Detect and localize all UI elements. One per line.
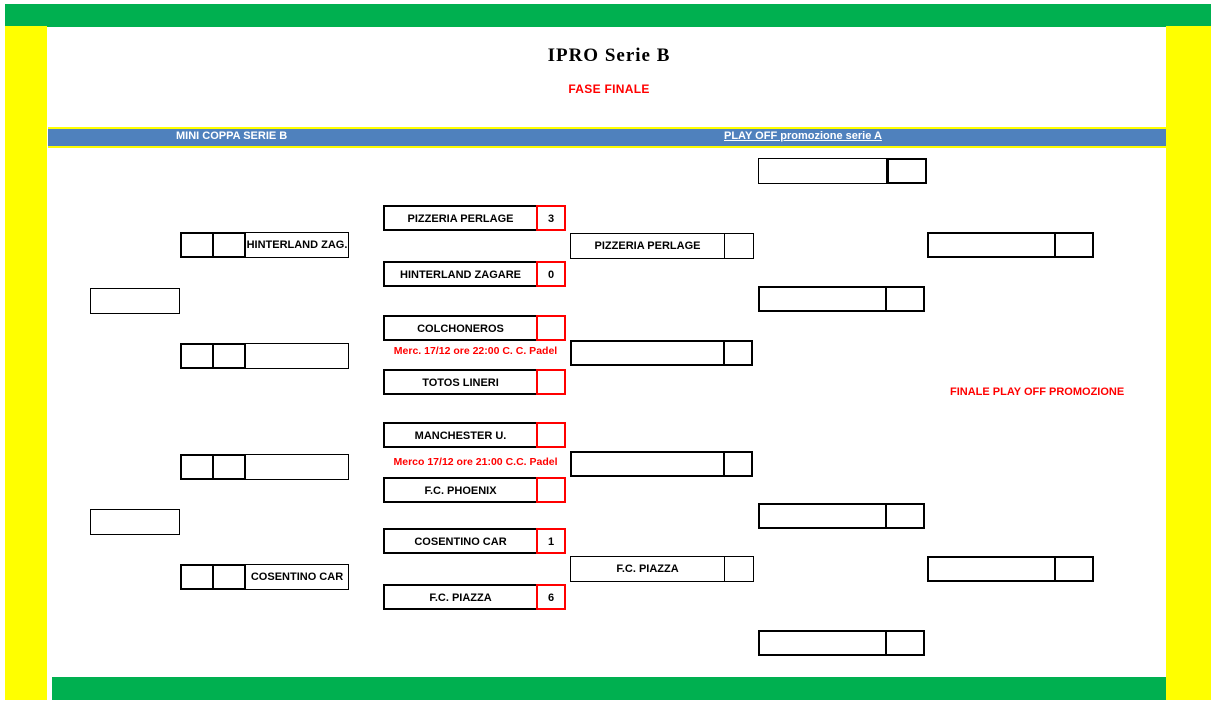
match-2-home-score[interactable] [536, 315, 566, 341]
right-box-mid-1-score[interactable] [885, 286, 925, 312]
banner-label-playoff: PLAY OFF promozione serie A [724, 130, 882, 142]
match-4-winner-score[interactable] [724, 556, 754, 582]
match-3-away-team[interactable]: F.C. PHOENIX [383, 477, 538, 503]
right-box-mid-2-team[interactable] [758, 503, 887, 529]
mini-coppa-empty-box-2[interactable] [90, 509, 180, 535]
mini-coppa-team-1[interactable]: HINTERLAND ZAG. [245, 232, 349, 258]
match-4-winner-team[interactable]: F.C. PIAZZA [570, 556, 725, 582]
match-1-winner-team[interactable]: PIZZERIA PERLAGE [570, 233, 725, 259]
right-box-bottom-team[interactable] [758, 630, 887, 656]
match-1-away[interactable]: HINTERLAND ZAGARE 0 [383, 261, 566, 287]
match-3-home-score[interactable] [536, 422, 566, 448]
right-box-semi-1-score[interactable] [1054, 232, 1094, 258]
right-box-bottom-score[interactable] [885, 630, 925, 656]
bottom-green-bar [52, 677, 1166, 700]
mini-coppa-score-a-2[interactable] [180, 343, 214, 369]
match-1-winner-score[interactable] [724, 233, 754, 259]
match-3-schedule: Merco 17/12 ore 21:00 C.C. Padel [393, 456, 558, 468]
right-box-bottom[interactable] [758, 630, 925, 656]
page-title: IPRO Serie B [547, 45, 671, 66]
top-green-bar [5, 4, 1211, 27]
banner-label-mini-coppa: MINI COPPA SERIE B [176, 130, 288, 142]
page-subtitle: FASE FINALE [568, 82, 650, 96]
match-3-away[interactable]: F.C. PHOENIX [383, 477, 566, 503]
match-3-winner[interactable] [570, 451, 753, 477]
match-3-winner-score[interactable] [723, 451, 753, 477]
mini-coppa-empty-box-1[interactable] [90, 288, 180, 314]
match-4-away[interactable]: F.C. PIAZZA 6 [383, 584, 566, 610]
mini-coppa-score-b-4[interactable] [212, 564, 246, 590]
right-box-mid-1[interactable] [758, 286, 925, 312]
right-box-top-team[interactable] [758, 158, 887, 184]
mini-coppa-team-3[interactable] [245, 454, 349, 480]
match-2-away-team[interactable]: TOTOS LINERI [383, 369, 538, 395]
mini-coppa-score-a-1[interactable] [180, 232, 214, 258]
bracket-sheet: IPRO Serie B FASE FINALE MINI COPPA SERI… [48, 27, 1166, 677]
match-4-home-team[interactable]: COSENTINO CAR [383, 528, 538, 554]
right-box-mid-2[interactable] [758, 503, 925, 529]
match-1-home-score[interactable]: 3 [536, 205, 566, 231]
right-box-top-score[interactable] [887, 158, 927, 184]
mini-coppa-team-2[interactable] [245, 343, 349, 369]
match-1-winner[interactable]: PIZZERIA PERLAGE [570, 233, 754, 259]
finale-playoff-label: FINALE PLAY OFF PROMOZIONE [950, 386, 1125, 398]
left-yellow-column [5, 26, 47, 700]
right-box-semi-2-team[interactable] [927, 556, 1056, 582]
mini-coppa-empty-cell-2[interactable] [90, 509, 180, 535]
mini-coppa-score-b-3[interactable] [212, 454, 246, 480]
match-4-away-score[interactable]: 6 [536, 584, 566, 610]
match-2-winner[interactable] [570, 340, 753, 366]
match-2-schedule: Merc. 17/12 ore 22:00 C. C. Padel [393, 345, 558, 357]
match-2-winner-score[interactable] [723, 340, 753, 366]
match-1-home[interactable]: PIZZERIA PERLAGE 3 [383, 205, 566, 231]
match-4-away-team[interactable]: F.C. PIAZZA [383, 584, 538, 610]
mini-coppa-row-1[interactable]: HINTERLAND ZAG. [180, 232, 349, 258]
mini-coppa-empty-cell-1[interactable] [90, 288, 180, 314]
match-3-away-score[interactable] [536, 477, 566, 503]
match-2-home[interactable]: COLCHONEROS [383, 315, 566, 341]
right-box-mid-2-score[interactable] [885, 503, 925, 529]
match-3-home-team[interactable]: MANCHESTER U. [383, 422, 538, 448]
match-1-away-score[interactable]: 0 [536, 261, 566, 287]
match-4-winner[interactable]: F.C. PIAZZA [570, 556, 754, 582]
mini-coppa-score-b-2[interactable] [212, 343, 246, 369]
right-box-top[interactable] [758, 158, 927, 184]
match-2-winner-team[interactable] [570, 340, 725, 366]
right-box-mid-1-team[interactable] [758, 286, 887, 312]
section-banner: MINI COPPA SERIE B PLAY OFF promozione s… [48, 127, 1166, 148]
right-box-semi-1[interactable] [927, 232, 1094, 258]
right-yellow-column [1166, 26, 1211, 700]
mini-coppa-score-a-3[interactable] [180, 454, 214, 480]
match-2-away[interactable]: TOTOS LINERI [383, 369, 566, 395]
right-box-semi-1-team[interactable] [927, 232, 1056, 258]
mini-coppa-row-2[interactable] [180, 343, 349, 369]
mini-coppa-score-b-1[interactable] [212, 232, 246, 258]
match-2-home-team[interactable]: COLCHONEROS [383, 315, 538, 341]
right-box-semi-2-score[interactable] [1054, 556, 1094, 582]
right-box-semi-2[interactable] [927, 556, 1094, 582]
match-1-home-team[interactable]: PIZZERIA PERLAGE [383, 205, 538, 231]
mini-coppa-team-4[interactable]: COSENTINO CAR [245, 564, 349, 590]
match-4-home[interactable]: COSENTINO CAR 1 [383, 528, 566, 554]
mini-coppa-row-4[interactable]: COSENTINO CAR [180, 564, 349, 590]
match-3-home[interactable]: MANCHESTER U. [383, 422, 566, 448]
match-4-home-score[interactable]: 1 [536, 528, 566, 554]
mini-coppa-score-a-4[interactable] [180, 564, 214, 590]
mini-coppa-row-3[interactable] [180, 454, 349, 480]
match-3-winner-team[interactable] [570, 451, 725, 477]
match-2-away-score[interactable] [536, 369, 566, 395]
match-1-away-team[interactable]: HINTERLAND ZAGARE [383, 261, 538, 287]
